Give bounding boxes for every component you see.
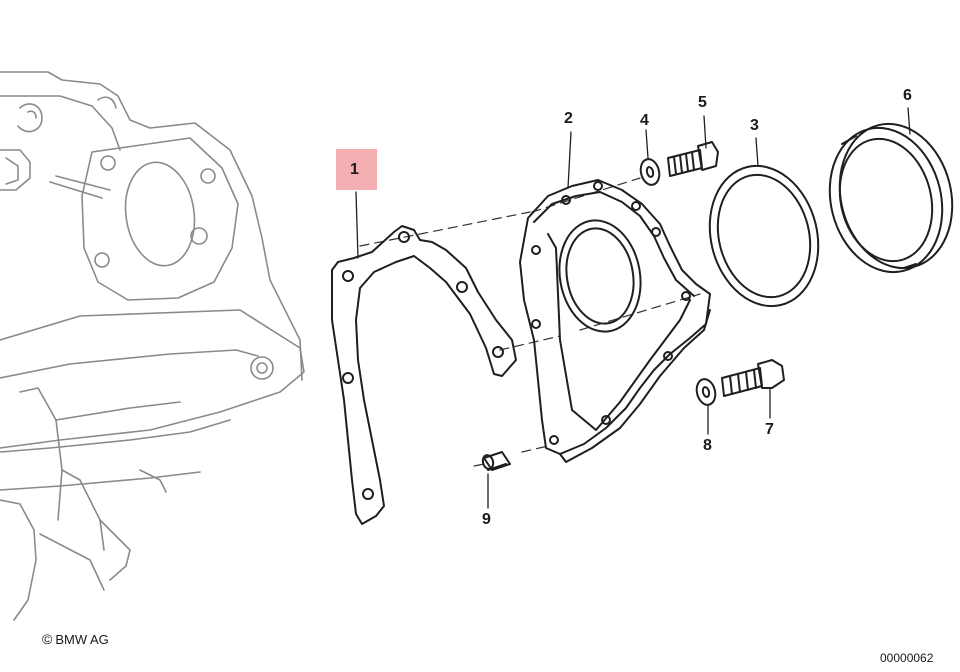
part-4-washer[interactable] [638, 157, 662, 187]
callout-part-5[interactable]: 5 [698, 94, 707, 111]
diagram-number: 00000062 [880, 651, 934, 665]
engine-block [0, 71, 305, 621]
part-6-shaft-seal[interactable] [815, 112, 960, 284]
part-7-bolt[interactable] [721, 359, 785, 397]
callout-leader-lines [355, 107, 911, 509]
part-8-washer[interactable] [694, 377, 718, 407]
part-5-bolt[interactable] [667, 141, 719, 177]
callout-part-6[interactable]: 6 [903, 87, 912, 104]
part-1-gasket[interactable] [331, 225, 517, 525]
part-3-o-ring[interactable] [695, 154, 832, 317]
callout-part-9[interactable]: 9 [482, 511, 491, 528]
callout-part-4[interactable]: 4 [640, 112, 649, 129]
selected-part-highlight[interactable] [336, 149, 377, 190]
part-2-cover[interactable] [519, 179, 711, 463]
callout-part-2[interactable]: 2 [564, 110, 573, 127]
callout-part-8[interactable]: 8 [703, 437, 712, 454]
callout-part-1[interactable]: 1 [350, 161, 359, 178]
callout-part-3[interactable]: 3 [750, 117, 759, 134]
copyright-text: BMW AG [55, 632, 109, 647]
copyright-notice: ©BMW AG [42, 631, 109, 647]
copyright-symbol: © [42, 631, 53, 647]
part-9-dowel-sleeve[interactable] [481, 451, 511, 471]
callout-part-7[interactable]: 7 [765, 421, 774, 438]
